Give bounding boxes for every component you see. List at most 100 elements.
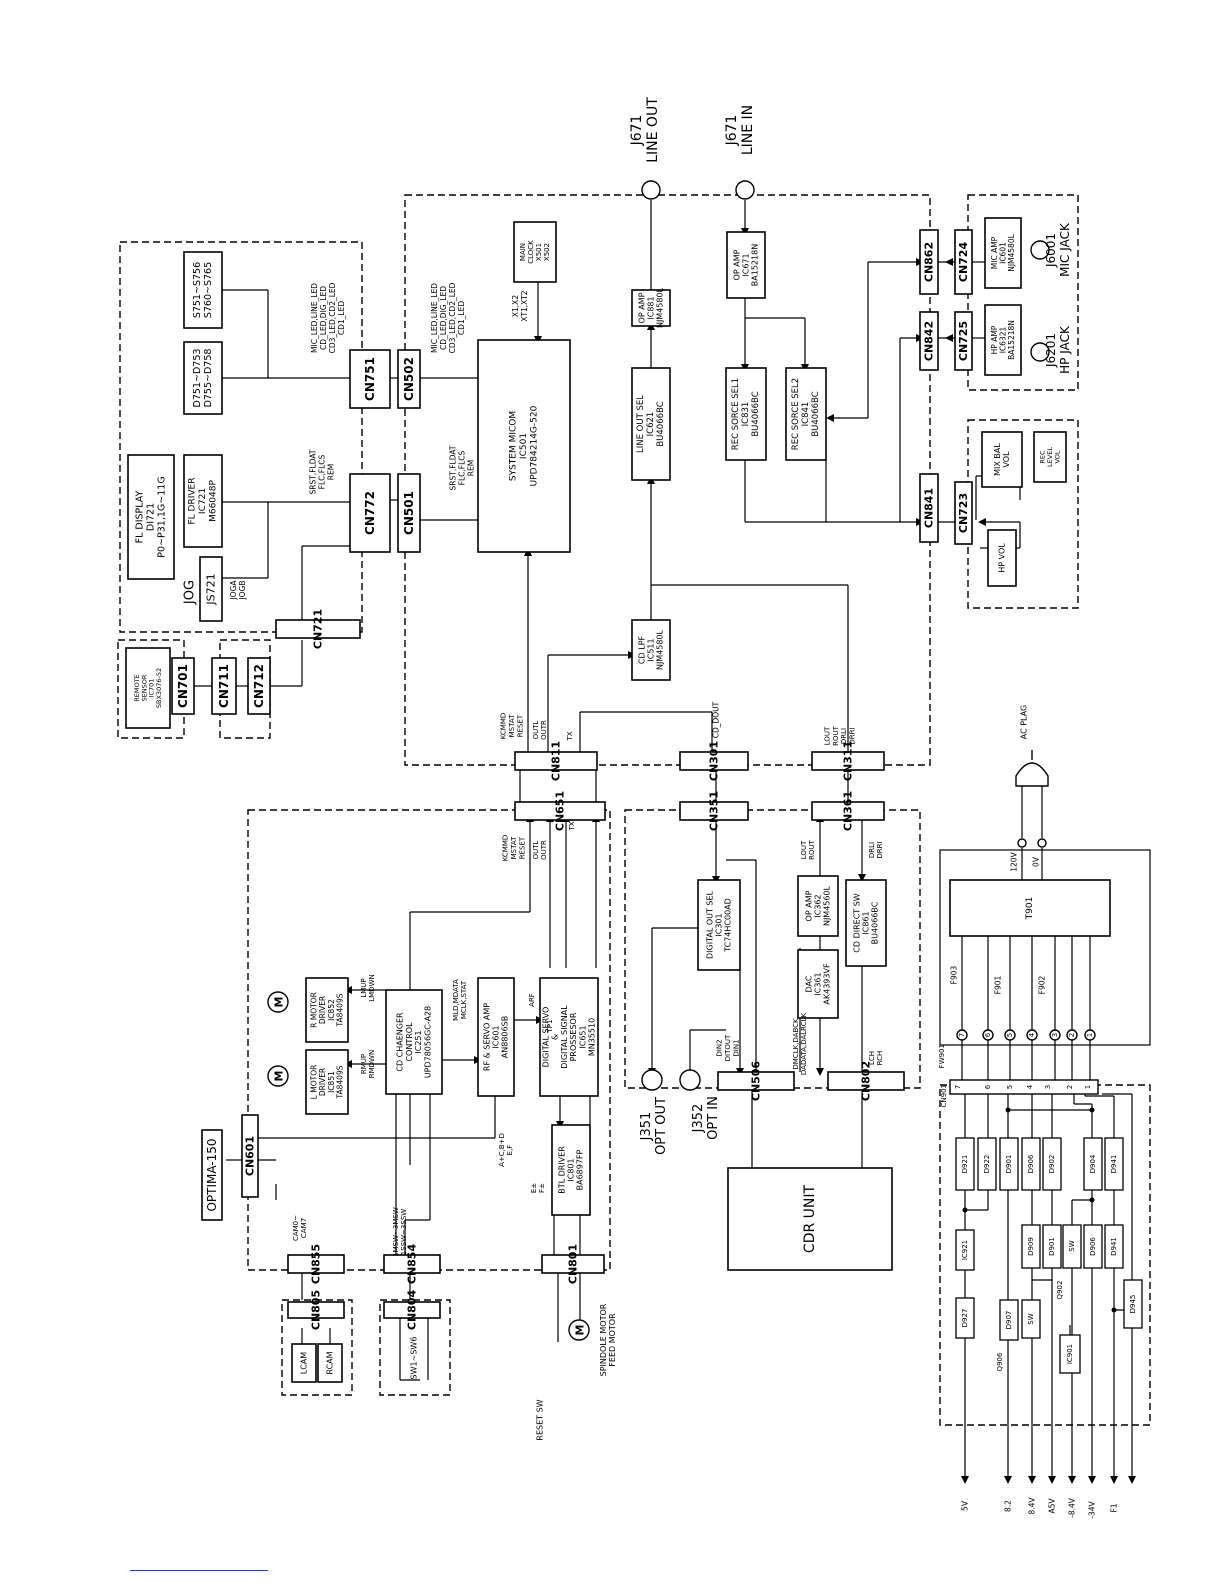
cn361-right-line: DRRI <box>876 841 884 858</box>
arf-line: ARF <box>528 993 536 1007</box>
rail-5-line: -34V <box>1088 1500 1097 1518</box>
cn811-mid-line: OUTL <box>532 720 540 739</box>
fw901-pin: 3 <box>1051 1033 1059 1037</box>
rcam-line: RCAM <box>326 1351 335 1374</box>
cn311-box <box>811 751 885 771</box>
cn351-label: CN351 <box>708 791 721 831</box>
fl-driver-box <box>183 454 223 548</box>
reset-sw-line: RESET SW <box>536 1399 545 1440</box>
diode-d901: D901 <box>1005 1155 1013 1174</box>
dac-signals-line: DADATA,DALRCLK <box>800 1013 808 1076</box>
cn842-box <box>919 311 939 371</box>
digital-servo-dsp-line: PROSSESOR <box>569 1012 578 1061</box>
cn805-box <box>287 1301 345 1319</box>
r-motor-driver-line: R MOTOR <box>310 992 319 1028</box>
reset-sw: RESET SW <box>536 1399 545 1440</box>
mix-bal-vol-line: VOL <box>1002 451 1011 468</box>
cn802-signals-line: RCH <box>876 1051 884 1066</box>
remote-sensor-line: SBX3076-52 <box>155 668 163 708</box>
diode-box <box>1083 1224 1103 1269</box>
cd-lpf-line: IC511 <box>647 638 656 661</box>
diode-box <box>955 1137 975 1191</box>
digital-out-sel-line: TC74HC00AD <box>724 898 733 953</box>
rail-1-line: 8.2 <box>1004 1500 1013 1512</box>
cn725-label: CN725 <box>957 321 970 361</box>
diode-d906-line: D906 <box>1027 1154 1035 1173</box>
cn751-top-line: CD_LED,DIG_LED <box>319 286 328 350</box>
cn361-label: CN361 <box>842 791 855 831</box>
cn601-box <box>241 1114 259 1198</box>
cn651-left-line: KCMMD <box>502 835 510 862</box>
lcam-box <box>291 1343 317 1383</box>
cn721-box <box>275 619 361 639</box>
rail-1: 8.2 <box>1004 1500 1013 1512</box>
leds-d751-line: D755~D758 <box>203 349 214 408</box>
op-amp-ic362-line: IC362 <box>814 894 823 917</box>
pickup-signals-line: E,F <box>506 1145 514 1156</box>
line-out-sel-line: BU4066BC <box>656 401 666 446</box>
cn901-box <box>949 1079 1099 1095</box>
cn811-left-line: KCMMD <box>500 713 508 740</box>
dac-line: DAC <box>804 975 813 992</box>
switch-label: SW <box>1068 1240 1076 1251</box>
optima-box <box>201 1129 223 1221</box>
cn855-signals: CAM0~CAM7 <box>292 1215 308 1241</box>
cn351-box <box>679 801 749 821</box>
rail-0-line: 5V <box>961 1500 970 1511</box>
transformer-input-0v-line: 0V <box>1032 856 1041 867</box>
footer-link-underline[interactable] <box>130 1570 268 1571</box>
fl-driver-line: IC721 <box>198 488 208 514</box>
dac-line: IC361 <box>814 972 823 995</box>
tp1: TP1 <box>546 1020 554 1034</box>
switch-box <box>1062 1224 1082 1269</box>
cn712-label: CN712 <box>252 664 266 708</box>
op-amp-ic362-line: OP AMP <box>804 890 813 921</box>
fw901-pin: 4 <box>1028 1032 1036 1037</box>
main-clock-line: X502 <box>543 243 551 261</box>
cn724-label: CN724 <box>957 242 970 283</box>
cd-direct-sw-line: IC861 <box>862 911 871 934</box>
diode-d906: D906 <box>1027 1154 1035 1173</box>
rec-source-sel1-box <box>725 367 767 461</box>
diode-d941: D941 <box>1110 1237 1118 1256</box>
rail-3: A5V <box>1048 1498 1057 1514</box>
diode-d941-line: D941 <box>1110 1155 1118 1174</box>
regulator-ic921: IC921 <box>961 1240 969 1260</box>
l-motor-signals-line: RMDWN <box>368 1050 376 1078</box>
cn506-signals-line: DIN1 <box>732 1039 740 1056</box>
cn501-top-line: SRST,FLDAT <box>449 445 458 490</box>
cn501-top-line: REM <box>467 460 476 476</box>
jack-circles <box>267 180 1096 1341</box>
cn901-pin: 2 <box>1066 1085 1074 1089</box>
fuse-f901: F901 <box>994 975 1003 994</box>
op-amp-ic671-line: BA15218N <box>751 244 760 286</box>
cn811-tx-line: TX <box>566 731 574 741</box>
cn804-label: CN804 <box>406 1290 419 1331</box>
cn901-pin: 1 <box>1084 1085 1092 1089</box>
main-clock-box <box>513 221 557 283</box>
hp-amp-line: BA15218N <box>1007 320 1016 360</box>
cn772-label: CN772 <box>363 491 377 535</box>
cn855-signals-line: CAM0~ <box>292 1215 300 1241</box>
rail-4-line: -8.4V <box>1068 1497 1077 1518</box>
t901-box <box>949 879 1111 937</box>
remote-sensor-box <box>125 647 171 729</box>
cn802-box <box>827 1071 905 1091</box>
cn854-label: CN854 <box>406 1244 419 1285</box>
diode-d901: D901 <box>1048 1237 1056 1256</box>
diode-d921: D921 <box>961 1155 969 1174</box>
fl-driver-line: M66048P <box>208 480 218 522</box>
transformer-input-120v: 120V <box>1010 851 1019 871</box>
cn506-signals-line: DITOUT <box>724 1034 732 1061</box>
fw901-pin: 2 <box>1068 1033 1076 1037</box>
diode-box <box>1042 1137 1062 1191</box>
btl-signals: E±F± <box>530 1183 546 1193</box>
